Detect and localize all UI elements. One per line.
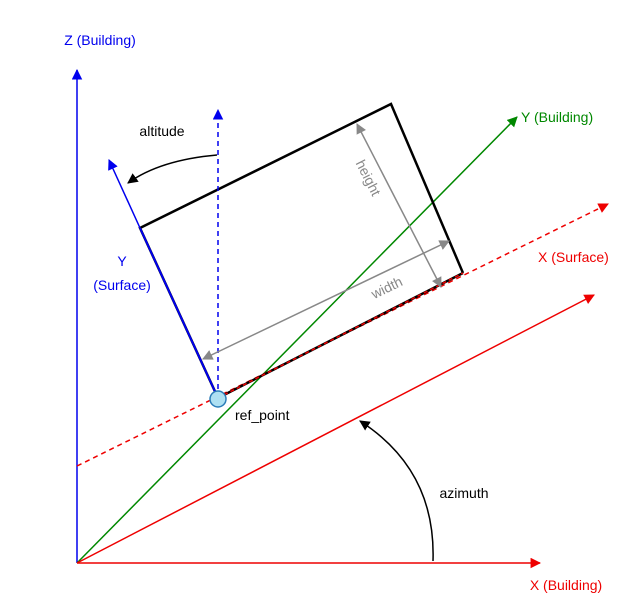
height-label: height	[353, 157, 385, 198]
z-building-label: Z (Building)	[64, 32, 136, 48]
surface-panel-bottom-edge-dash	[217, 272, 464, 399]
x-surface-label: X (Surface)	[538, 249, 609, 265]
azimuth-label: azimuth	[439, 485, 488, 501]
y-surface-label-line2: (Surface)	[93, 277, 151, 293]
height-dimension	[356, 123, 442, 288]
surface-panel-outline	[138, 102, 465, 399]
azimuth-arc	[359, 420, 434, 562]
y-surface-axis	[108, 159, 141, 229]
y-surface-axis-edge	[139, 227, 219, 399]
x-building-label: X (Building)	[530, 577, 602, 593]
y-building-label: Y (Building)	[521, 109, 593, 125]
width-dimension	[202, 240, 450, 360]
ref-point-label: ref_point	[235, 407, 290, 423]
altitude-arc	[127, 154, 218, 184]
altitude-label: altitude	[139, 123, 184, 139]
x-building-rotated-axis	[76, 294, 595, 564]
ref-point-marker	[209, 390, 227, 408]
y-surface-label-line1: Y	[117, 253, 127, 269]
